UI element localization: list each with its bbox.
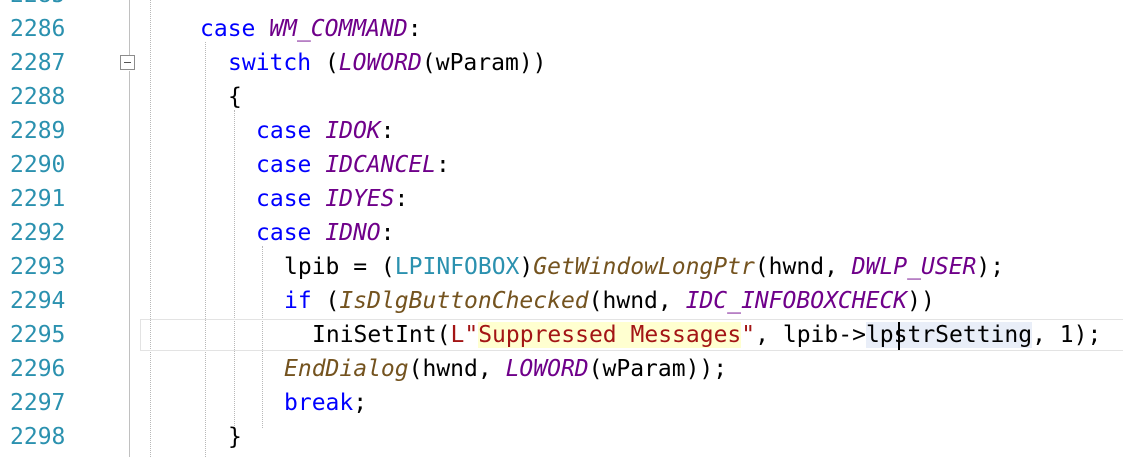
- fold-margin-line: [129, 71, 130, 457]
- code-token: WM_COMMAND: [269, 16, 408, 42]
- code-token: EndDialog: [284, 356, 409, 382]
- code-token: :: [380, 220, 395, 246]
- collapse-icon[interactable]: [120, 55, 135, 70]
- code-token: if: [284, 288, 326, 314]
- code-text: }: [228, 420, 242, 454]
- code-token: (wParam)): [421, 50, 547, 76]
- code-token: ): [519, 254, 534, 280]
- code-text: case IDNO:: [256, 216, 395, 250]
- code-line[interactable]: 2287 switch (LOWORD(wParam)): [0, 46, 1123, 80]
- code-token: case: [256, 118, 326, 144]
- line-number: 2291: [10, 186, 66, 212]
- code-token: );: [976, 254, 1005, 280]
- code-token: {: [228, 84, 242, 110]
- code-token: IDOK: [325, 118, 381, 144]
- code-line[interactable]: 2294 if (IsDlgButtonChecked(hwnd, IDC_INF…: [0, 284, 1123, 318]
- code-token: (: [325, 288, 340, 314]
- code-token: case: [256, 220, 326, 246]
- code-text: IniSetInt(L"Suppressed Messages", lpib->…: [312, 318, 1101, 352]
- code-text: if (IsDlgButtonChecked(hwnd, IDC_INFOBOX…: [284, 284, 935, 318]
- code-token: (hwnd,: [754, 254, 852, 280]
- code-line[interactable]: 2288 {: [0, 80, 1123, 114]
- code-token: LOWORD: [505, 356, 589, 382]
- line-number: 2295: [10, 322, 66, 348]
- code-token: case: [256, 152, 326, 178]
- line-number: 2290: [10, 152, 66, 178]
- code-token: IsDlgButtonChecked: [339, 288, 589, 314]
- code-line[interactable]: 2291 case IDYES:: [0, 182, 1123, 216]
- code-token: case: [200, 16, 270, 42]
- line-number: 2286: [10, 16, 66, 42]
- code-text: case IDYES:: [256, 182, 408, 216]
- code-token: :: [380, 118, 395, 144]
- code-text: lpib = (LPINFOBOX)GetWindowLongPtr(hwnd,…: [284, 250, 1004, 284]
- code-token: IniSetInt(: [312, 322, 451, 348]
- line-number: 2288: [10, 84, 66, 110]
- code-token: IDYES: [325, 186, 395, 212]
- code-token: }: [228, 424, 242, 450]
- code-line[interactable]: 2290 case IDCANCEL:: [0, 148, 1123, 182]
- code-token: IDC_INFOBOXCHECK: [685, 288, 908, 314]
- code-text: case WM_COMMAND:: [200, 12, 422, 46]
- code-token: (hwnd,: [588, 288, 686, 314]
- code-line[interactable]: 2292 case IDNO:: [0, 216, 1123, 250]
- line-number: 2292: [10, 220, 66, 246]
- code-text: {: [228, 80, 242, 114]
- code-line[interactable]: 2286 case WM_COMMAND:: [0, 12, 1123, 46]
- line-number: 2287: [10, 50, 66, 76]
- code-line[interactable]: 2293 lpib = (LPINFOBOX)GetWindowLongPtr(h…: [0, 250, 1123, 284]
- code-text: case IDOK:: [256, 114, 395, 148]
- code-token: break: [284, 390, 354, 416]
- code-text: break;: [284, 386, 367, 420]
- code-token: L": [450, 322, 479, 348]
- code-token: IDNO: [325, 220, 381, 246]
- line-number: 2289: [10, 118, 66, 144]
- code-token: GetWindowLongPtr: [533, 254, 755, 280]
- line-number: 2296: [10, 356, 66, 382]
- code-token: lpstrSetting: [865, 322, 1033, 348]
- fold-margin-line: [129, 0, 130, 55]
- code-token: DWLP_USER: [851, 254, 977, 280]
- code-line[interactable]: 2297 break;: [0, 386, 1123, 420]
- line-number: 2293: [10, 254, 66, 280]
- code-token: Suppressed Messages: [478, 322, 742, 348]
- code-token: (hwnd,: [408, 356, 506, 382]
- code-token: ;: [353, 390, 368, 416]
- code-text: EndDialog(hwnd, LOWORD(wParam));: [284, 352, 727, 386]
- code-token: switch: [228, 50, 325, 76]
- code-line[interactable]: 2296 EndDialog(hwnd, LOWORD(wParam));: [0, 352, 1123, 386]
- code-token: :: [436, 152, 450, 178]
- indent-guide: [262, 246, 263, 428]
- code-token: lpib = (: [284, 254, 395, 280]
- code-token: , 1);: [1032, 322, 1102, 348]
- code-token: )): [907, 288, 935, 314]
- current-line-highlight: [140, 319, 1123, 351]
- indent-guide: [234, 110, 235, 428]
- code-token: case: [256, 186, 326, 212]
- code-text: switch (LOWORD(wParam)): [228, 46, 547, 80]
- indent-guide: [205, 42, 206, 457]
- text-caret: [898, 322, 900, 350]
- line-number: 2298: [10, 424, 66, 450]
- indent-guide: [150, 0, 151, 457]
- line-number-partial: 2285: [10, 0, 65, 12]
- code-token: IDCANCEL: [325, 152, 437, 178]
- code-token: ": [741, 322, 756, 348]
- line-number: 2297: [10, 390, 66, 416]
- code-token: :: [407, 16, 422, 42]
- code-token: LOWORD: [338, 50, 422, 76]
- code-token: LPINFOBOX: [394, 254, 520, 280]
- code-line[interactable]: 2298}: [0, 420, 1123, 454]
- code-line[interactable]: 2295 IniSetInt(L"Suppressed Messages", lp…: [0, 318, 1123, 352]
- line-number: 2294: [10, 288, 66, 314]
- code-token: :: [394, 186, 409, 212]
- code-token: (: [324, 50, 339, 76]
- code-token: , lpib->: [755, 322, 866, 348]
- code-text: case IDCANCEL:: [256, 148, 450, 182]
- code-line[interactable]: 2289 case IDOK:: [0, 114, 1123, 148]
- code-token: (wParam));: [588, 356, 728, 382]
